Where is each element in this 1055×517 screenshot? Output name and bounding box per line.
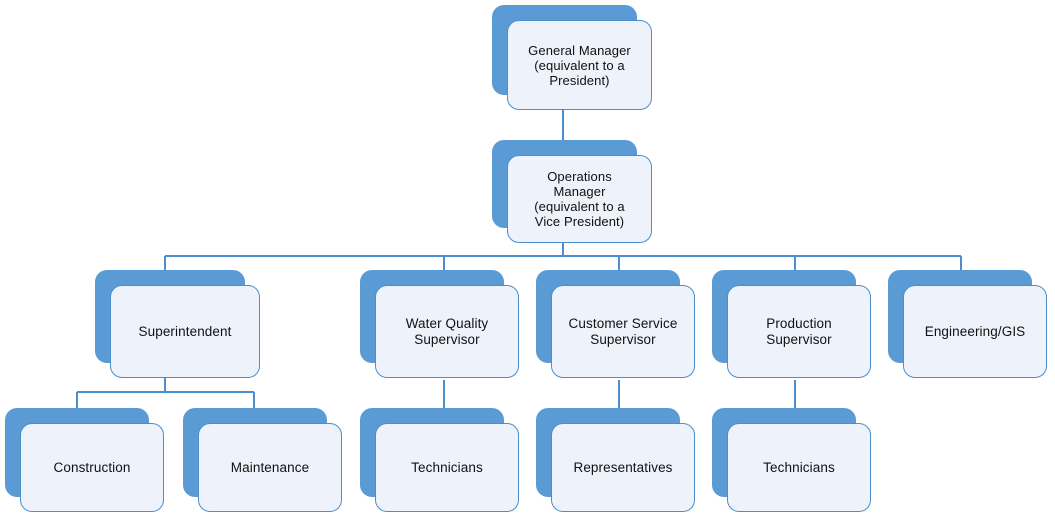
node-label: Operations Manager (equivalent to a Vice… [534, 169, 625, 229]
node-customer-service-representatives[interactable]: Representatives [536, 408, 695, 512]
node-panel: Technicians [727, 423, 871, 512]
node-water-quality-technicians[interactable]: Technicians [360, 408, 519, 512]
node-water-quality-supervisor[interactable]: Water Quality Supervisor [360, 270, 519, 378]
node-label: Technicians [763, 459, 835, 475]
node-panel: Engineering/GIS [903, 285, 1047, 378]
node-superintendent[interactable]: Superintendent [95, 270, 260, 378]
node-label: Production Supervisor [766, 316, 832, 347]
node-label: Maintenance [230, 459, 310, 475]
node-panel: Water Quality Supervisor [375, 285, 519, 378]
node-operations-manager[interactable]: Operations Manager (equivalent to a Vice… [492, 140, 652, 243]
node-panel: Customer Service Supervisor [551, 285, 695, 378]
node-maintenance[interactable]: Maintenance [183, 408, 342, 512]
node-general-manager[interactable]: General Manager (equivalent to a Preside… [492, 5, 652, 110]
node-panel: Operations Manager (equivalent to a Vice… [507, 155, 652, 243]
node-production-technicians[interactable]: Technicians [712, 408, 871, 512]
node-label: Engineering/GIS [924, 323, 1026, 339]
node-panel: Superintendent [110, 285, 260, 378]
node-label: Water Quality Supervisor [405, 316, 489, 347]
node-panel: Production Supervisor [727, 285, 871, 378]
node-panel: Construction [20, 423, 164, 512]
node-panel: General Manager (equivalent to a Preside… [507, 20, 652, 110]
node-panel: Maintenance [198, 423, 342, 512]
node-panel: Representatives [551, 423, 695, 512]
node-label: Construction [53, 459, 131, 475]
node-construction[interactable]: Construction [5, 408, 164, 512]
node-label: Technicians [411, 459, 483, 475]
node-production-supervisor[interactable]: Production Supervisor [712, 270, 871, 378]
node-label: Customer Service Supervisor [568, 316, 678, 347]
node-label: Representatives [573, 459, 673, 475]
node-customer-service-supervisor[interactable]: Customer Service Supervisor [536, 270, 695, 378]
node-panel: Technicians [375, 423, 519, 512]
node-label: Superintendent [138, 323, 232, 339]
node-label: General Manager (equivalent to a Preside… [528, 42, 631, 88]
node-engineering-gis[interactable]: Engineering/GIS [888, 270, 1047, 378]
